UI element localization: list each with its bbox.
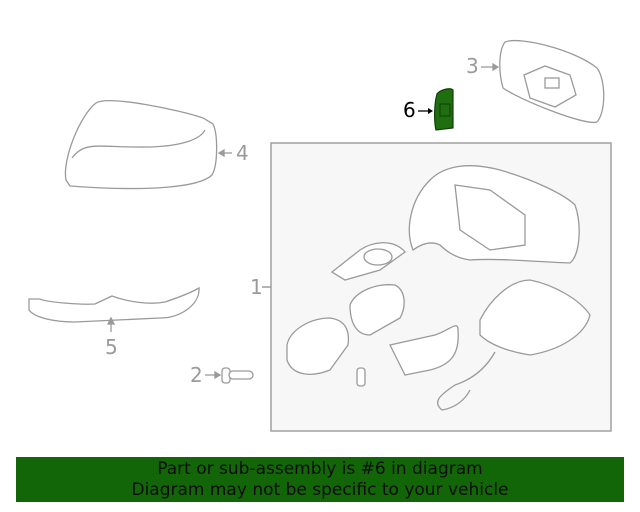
info-banner: Part or sub-assembly is #6 in diagram Di… [16,457,624,502]
callout-5[interactable]: 5 [105,335,118,359]
callout-2[interactable]: 2 [190,363,203,387]
callout-1[interactable]: 1 [250,275,263,299]
mirror-housing-part[interactable] [286,165,591,411]
lower-trim-part[interactable] [28,286,200,332]
callout-4[interactable]: 4 [236,141,249,165]
mirror-cap-part[interactable] [64,100,232,190]
highlighted-part-6[interactable] [418,88,454,131]
banner-line-2: Diagram may not be specific to your vehi… [131,480,509,500]
mirror-glass-part[interactable] [481,39,605,124]
callout-3[interactable]: 3 [466,54,479,78]
screw-part[interactable] [205,367,254,384]
banner-line-1: Part or sub-assembly is #6 in diagram [157,459,483,479]
callout-6[interactable]: 6 [403,98,416,122]
